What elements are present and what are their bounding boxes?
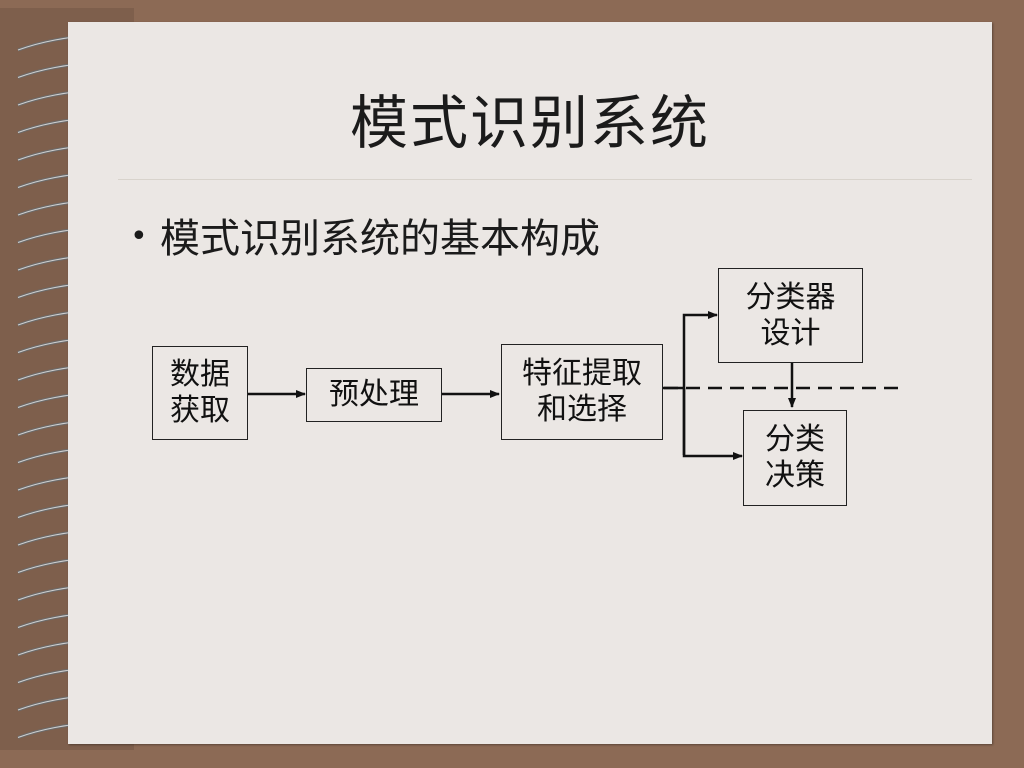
bullet-dot-icon: •: [130, 219, 148, 254]
node-feature-extraction: 特征提取 和选择: [501, 344, 663, 440]
node-label-line2: 获取: [170, 393, 230, 428]
node-classification-decision: 分类 决策: [743, 410, 847, 506]
bullet-text: 模式识别系统的基本构成: [160, 216, 600, 262]
bullet-item: • 模式识别系统的基本构成: [130, 206, 600, 264]
diagram-connectors: [247, 311, 900, 460]
node-preprocess: 预处理: [306, 368, 442, 422]
node-label-line1: 特征提取: [522, 356, 642, 391]
slide-title: 模式识别系统: [349, 89, 710, 157]
node-label-line1: 分类器: [745, 279, 836, 315]
node-label-line2: 设计: [760, 315, 821, 351]
slide-page: 模式识别系统 • 模式识别系统的基本构成 数据 获取 预处理 特征提取 和选择: [68, 22, 992, 744]
node-data-acquisition: 数据 获取: [152, 346, 248, 440]
arrow-feature-to-classifier-design: [682, 311, 718, 455]
node-label-line2: 决策: [765, 458, 825, 493]
node-classifier-design: 分类器 设计: [718, 268, 863, 363]
title-divider: [118, 179, 972, 180]
node-label-line1: 预处理: [329, 377, 419, 412]
node-label-line1: 分类: [765, 422, 825, 457]
arrow-feature-to-decision: [682, 388, 743, 460]
node-label-line1: 数据: [170, 357, 230, 392]
node-label-line2: 和选择: [537, 392, 627, 427]
